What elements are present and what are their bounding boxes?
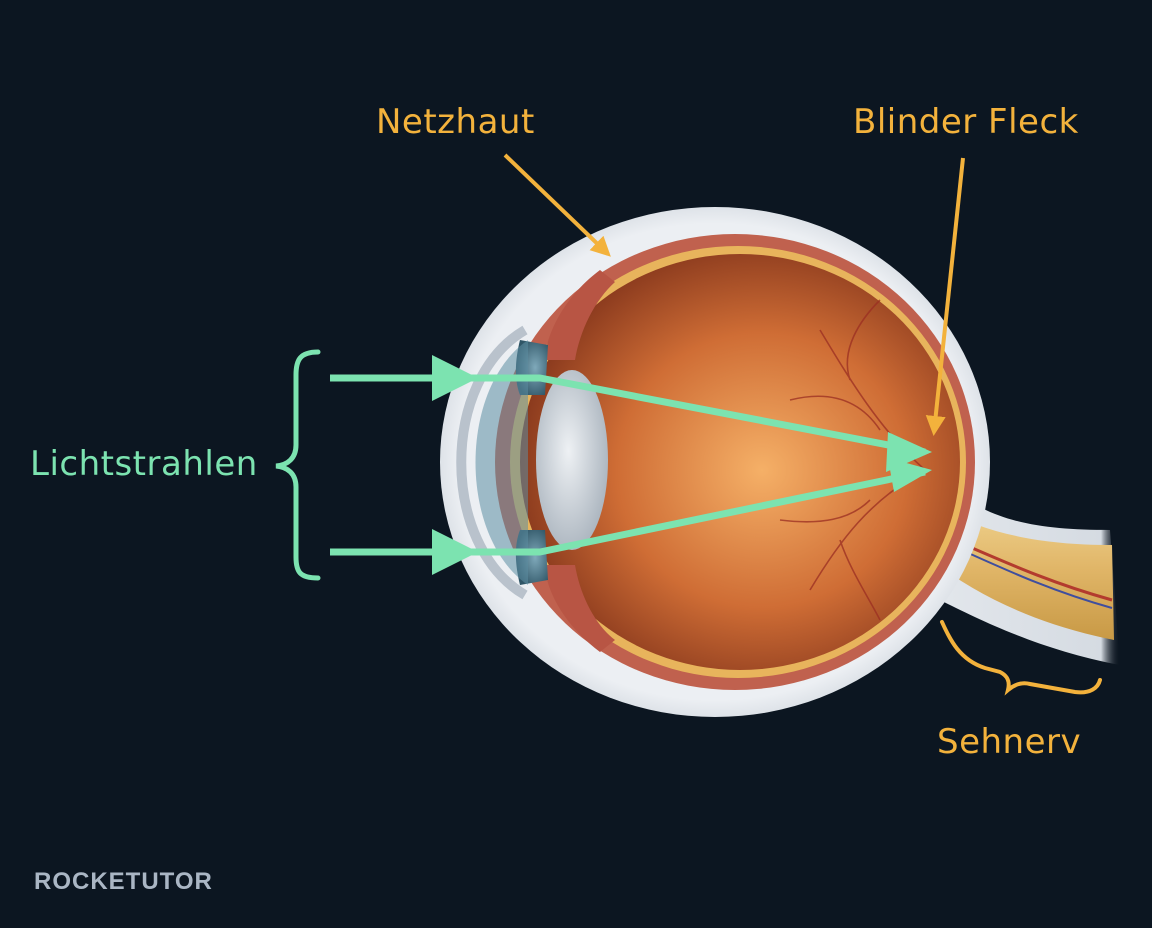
cornea xyxy=(456,325,528,600)
blind-spot-label: Blinder Fleck xyxy=(853,102,1079,142)
retina-pointer-arrow xyxy=(503,153,611,257)
light-rays xyxy=(330,355,932,575)
vitreous-body xyxy=(520,254,960,670)
ciliary-body xyxy=(545,270,615,360)
arrowhead-lower-entry xyxy=(432,529,478,575)
lens xyxy=(536,370,608,550)
arrowhead-upper-entry xyxy=(432,355,478,401)
light-rays-brace xyxy=(275,349,321,581)
cornea-inner xyxy=(475,340,528,585)
blind-spot-pointer-arrow xyxy=(925,157,965,436)
light-ray-upper xyxy=(330,374,926,456)
arrowhead-lower-target xyxy=(888,458,932,492)
light-ray-lower xyxy=(330,468,926,556)
retina-label: Netzhaut xyxy=(376,102,535,142)
rocketutor-logo: ROCKETUTOR xyxy=(34,868,213,895)
optic-nerve-label: Sehnerv xyxy=(937,722,1082,762)
optic-nerve-brace xyxy=(940,620,1102,696)
ciliary-body-lower xyxy=(545,565,615,652)
light-rays-label: Lichtstrahlen xyxy=(30,444,258,484)
